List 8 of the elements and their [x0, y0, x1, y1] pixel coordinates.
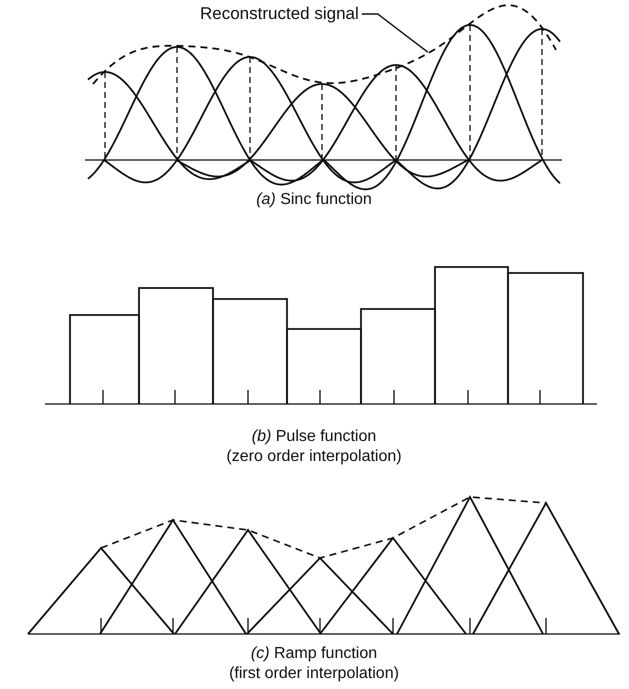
- leader-line: [362, 13, 428, 53]
- caption-text: (c) Ramp function: [250, 644, 378, 663]
- caption-text: (zero order interpolation): [226, 447, 402, 466]
- reconstructed-signal-curve: [92, 4, 557, 85]
- caption-text: (first order interpolation): [229, 664, 399, 683]
- caption-text: (a) Sinc function: [256, 190, 372, 209]
- callout-text: Reconstructed signal: [200, 4, 359, 23]
- caption-text: (b) Pulse function: [252, 427, 376, 446]
